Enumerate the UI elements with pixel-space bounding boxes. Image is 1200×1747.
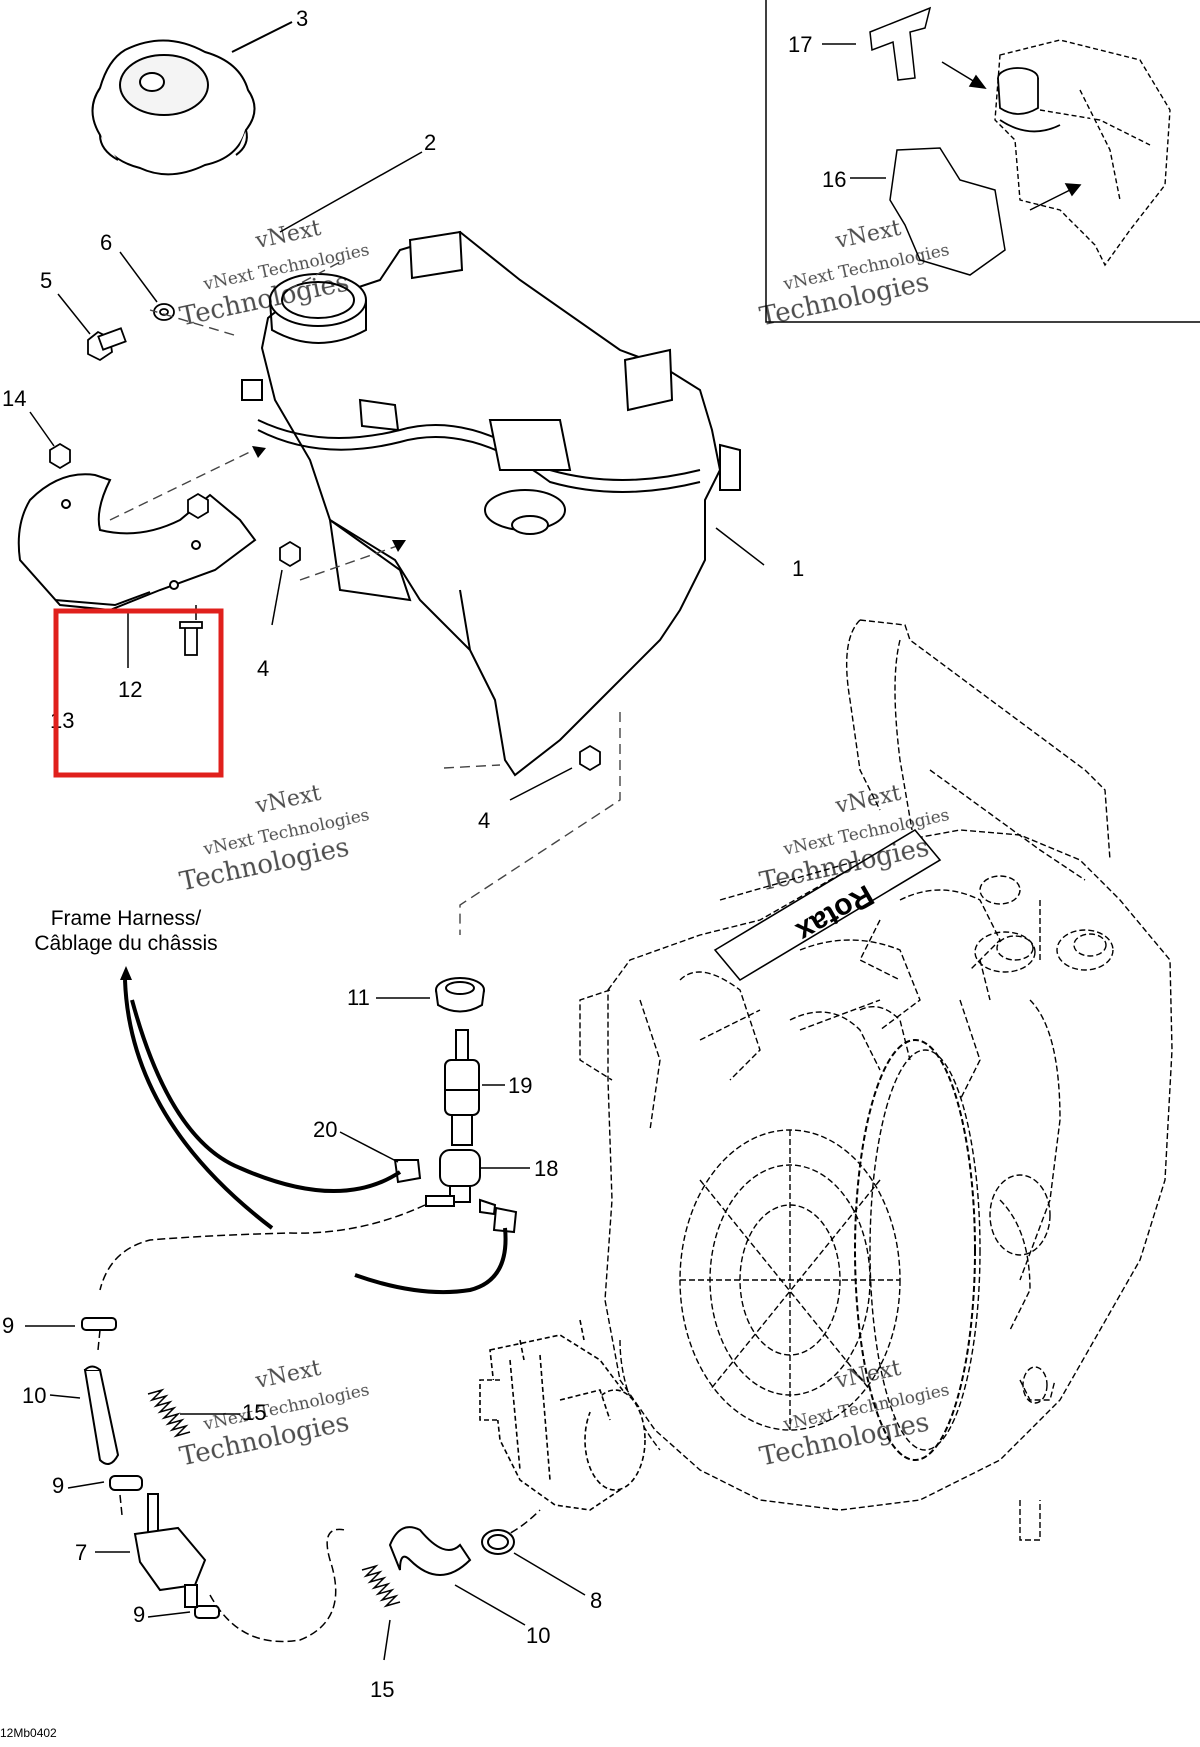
heat-shield-part-12 [17, 473, 257, 612]
clamp-part-9-mid [109, 1475, 143, 1491]
filler-cap-part-3 [91, 21, 293, 176]
callout-4b: 4 [478, 808, 490, 833]
callout-9a: 9 [2, 1313, 14, 1338]
callout-12: 12 [118, 677, 142, 702]
connector-part-20 [393, 1159, 518, 1234]
callout-7: 7 [75, 1540, 87, 1565]
springs-part-15 [147, 1388, 401, 1608]
callout-3: 3 [296, 6, 308, 31]
clamps-part-9 [81, 1317, 220, 1619]
callout-10b: 10 [526, 1623, 550, 1648]
callout-15a: 15 [242, 1400, 266, 1425]
watermark-5a: vNext [253, 1356, 324, 1394]
callout-18: 18 [534, 1156, 558, 1181]
nut-part-14b [187, 492, 209, 520]
callout-6: 6 [100, 230, 112, 255]
leaders-upper [29, 151, 765, 801]
callout-17: 17 [788, 32, 812, 57]
callout-2: 2 [424, 130, 436, 155]
clamp-part-9-bottom [194, 1605, 220, 1619]
valve-part-18 [425, 1149, 497, 1216]
inset-filler-neck [997, 67, 1061, 133]
callout-10a: 10 [22, 1383, 46, 1408]
grommet-part-11 [435, 977, 485, 1013]
decal-part-17 [869, 6, 932, 81]
clamp-part-8 [481, 1529, 515, 1555]
highlight-box [53, 608, 224, 778]
harness-label-line2: Câblage du châssis [34, 932, 217, 955]
callout-14: 14 [2, 386, 26, 411]
sensor-part-19 [444, 1029, 480, 1146]
callout-15b: 15 [370, 1677, 394, 1702]
fuel-pump [479, 1319, 646, 1511]
fuel-tank-part-1 [241, 230, 741, 777]
clamp-part-9-top [81, 1317, 117, 1331]
callout-20: 20 [313, 1117, 337, 1142]
nut-part-4-upper [279, 540, 301, 568]
callout-5: 5 [40, 268, 52, 293]
filter-part-7 [133, 1493, 207, 1608]
callout-9c: 9 [133, 1602, 145, 1627]
callout-11: 11 [347, 985, 370, 1010]
bolt-part-13 [184, 624, 198, 656]
callout-1: 1 [792, 556, 804, 581]
drawing-code: 12Mb0402 [0, 1726, 57, 1740]
guide-lines [109, 261, 621, 935]
inset-box [765, 0, 1200, 323]
callout-4a: 4 [257, 656, 269, 681]
watermark-4a: vNext [833, 781, 904, 819]
watermark-3a: vNext [253, 781, 324, 819]
watermark-1a: vNext [253, 216, 324, 254]
harness-label: Frame Harness/ Câblage du châssis [34, 907, 217, 955]
nut-part-14 [49, 442, 71, 470]
callout-9b: 9 [52, 1473, 64, 1498]
watermark-6a: vNext [833, 1356, 904, 1394]
harness-label-line1: Frame Harness/ [51, 907, 202, 930]
callout-19: 19 [508, 1073, 532, 1098]
callout-8: 8 [590, 1588, 602, 1613]
leaders-lower [25, 997, 586, 1661]
frame-harness-wires [123, 979, 508, 1295]
nut-part-4-lower [579, 744, 601, 772]
guide-arrows [120, 446, 406, 980]
pad-part-16 [889, 147, 1006, 276]
inset-arrows [941, 61, 1082, 211]
watermark-2a: vNext [833, 216, 904, 254]
callout-16: 16 [822, 167, 846, 192]
callout-numbers: 1 2 3 4 4 5 6 7 8 9 9 9 10 10 11 12 13 1… [2, 6, 846, 1702]
hose-part-10 [83, 1365, 472, 1576]
